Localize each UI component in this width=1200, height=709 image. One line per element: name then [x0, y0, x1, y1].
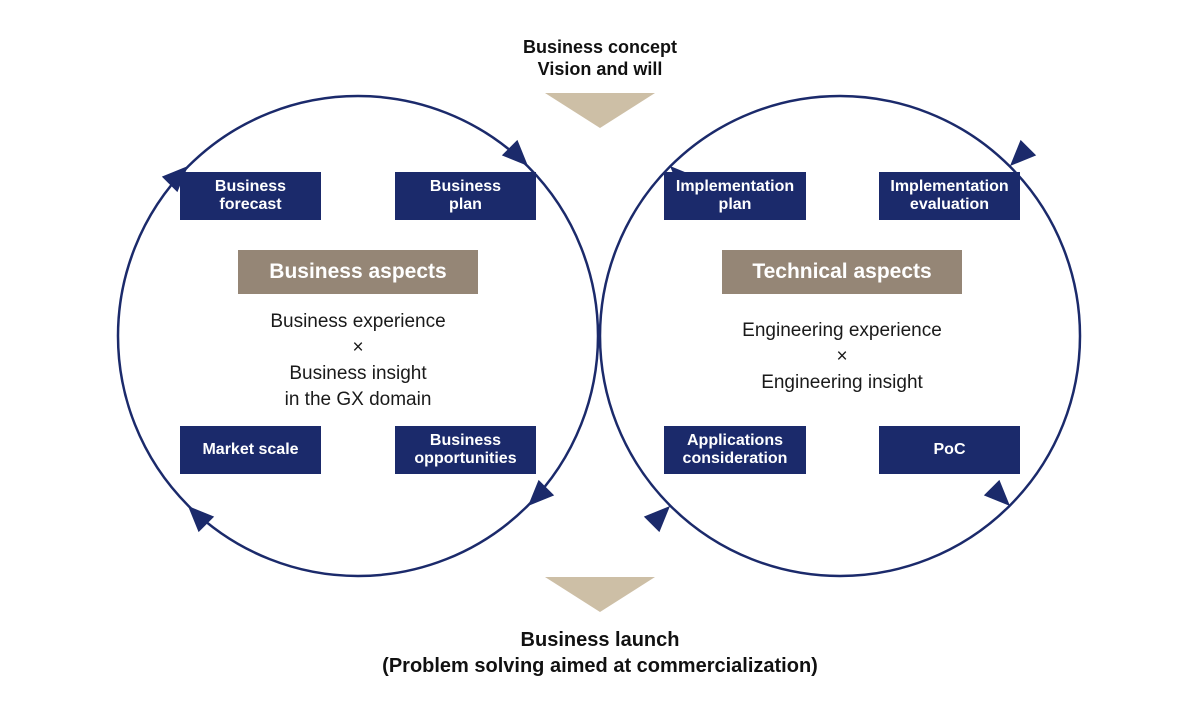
technical-cycle-circle: [598, 94, 1082, 578]
times-symbol: ×: [352, 337, 364, 358]
box-label: opportunities: [414, 450, 517, 467]
box-label: evaluation: [909, 196, 990, 213]
description-line: in the GX domain: [284, 389, 432, 410]
box-label: Business: [429, 178, 502, 195]
box-label: plan: [449, 196, 482, 213]
box-label: PoC: [933, 441, 966, 458]
box-label: Market scale: [202, 441, 299, 458]
description-line: Engineering insight: [761, 372, 923, 393]
cycle-arrowhead-icon: [643, 506, 670, 533]
box-label: consideration: [682, 450, 788, 467]
bottom-chevron-down-icon: [545, 577, 655, 612]
box-label: Implementation: [890, 178, 1009, 195]
cycle-arrowhead-icon: [1010, 139, 1037, 166]
box-label: forecast: [219, 196, 282, 213]
technical-aspects-description: Engineering experience × Engineering ins…: [682, 318, 1002, 396]
top-chevron-down-icon: [545, 93, 655, 128]
business-opportunities-box: Business opportunities: [395, 426, 536, 474]
business-plan-box: Business plan: [395, 172, 536, 220]
business-forecast-box: Business forecast: [180, 172, 321, 220]
times-symbol: ×: [836, 346, 848, 367]
applications-consideration-box: Applications consideration: [664, 426, 806, 474]
poc-box: PoC: [879, 426, 1020, 474]
business-aspects-description: Business experience × Business insight i…: [208, 309, 508, 413]
box-label: plan: [718, 196, 752, 213]
caption-line: Business launch: [520, 629, 680, 651]
box-label: Business: [214, 178, 287, 195]
box-label: Business: [429, 432, 502, 449]
caption-line: Business concept: [522, 37, 678, 57]
cycle-arrowhead-icon: [983, 479, 1010, 506]
implementation-evaluation-box: Implementation evaluation: [879, 172, 1020, 220]
description-line: Engineering experience: [742, 320, 942, 341]
business-launch-caption: Business launch (Problem solving aimed a…: [0, 627, 1200, 679]
cycle-arrowhead-icon: [188, 506, 215, 533]
cycle-arrowhead-icon: [528, 479, 555, 506]
caption-line: (Problem solving aimed at commercializat…: [382, 655, 818, 677]
technical-aspects-label: Technical aspects: [722, 250, 962, 294]
cycle-arrowhead-icon: [501, 139, 528, 166]
business-concept-caption: Business concept Vision and will: [0, 36, 1200, 80]
box-label: Applications: [686, 432, 783, 449]
implementation-plan-box: Implementation plan: [664, 172, 806, 220]
market-scale-box: Market scale: [180, 426, 321, 474]
caption-line: Vision and will: [537, 59, 663, 79]
business-aspects-label: Business aspects: [238, 250, 478, 294]
description-line: Business experience: [270, 311, 446, 332]
description-line: Business insight: [289, 363, 427, 384]
business-cycle-circle: [116, 94, 600, 578]
box-label: Implementation: [675, 178, 795, 195]
